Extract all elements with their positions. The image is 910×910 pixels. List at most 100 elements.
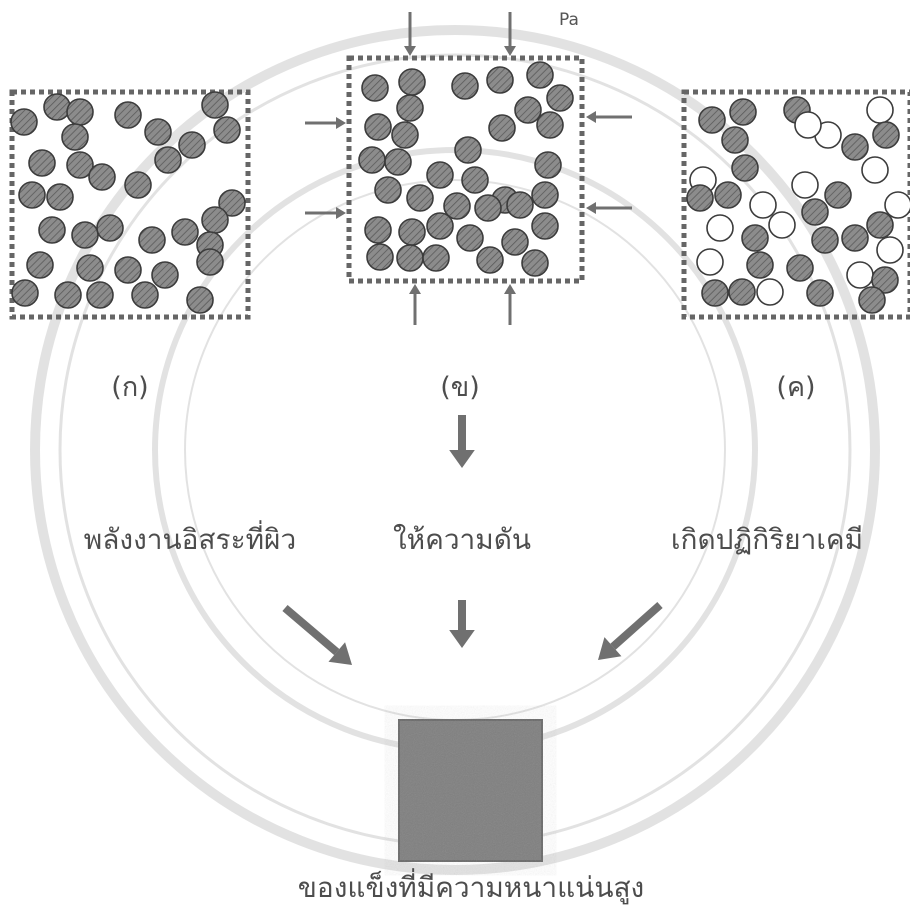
filled-particle	[842, 134, 868, 160]
filled-particle	[722, 127, 748, 153]
filled-particle	[487, 67, 513, 93]
filled-particle	[214, 117, 240, 143]
filled-particle	[179, 132, 205, 158]
filled-particle	[12, 280, 38, 306]
filled-particle	[462, 167, 488, 193]
filled-particle	[139, 227, 165, 253]
filled-particle	[825, 182, 851, 208]
filled-particle	[172, 219, 198, 245]
filled-particle	[55, 282, 81, 308]
filled-particle	[812, 227, 838, 253]
filled-particle	[97, 215, 123, 241]
pressure-arrow-bottom-left	[409, 284, 421, 325]
panel-label-c: (ค)	[776, 365, 815, 408]
pressure-unit-label: Pa	[559, 10, 579, 30]
pressure-arrow-bottom-right	[504, 284, 516, 325]
down-arrow-to-pressure	[449, 415, 475, 468]
panel-label-a: (ก)	[111, 365, 148, 408]
filled-particle	[427, 162, 453, 188]
filled-particle	[392, 122, 418, 148]
filled-particle	[39, 217, 65, 243]
filled-particle	[457, 225, 483, 251]
filled-particle	[489, 115, 515, 141]
filled-particle	[532, 182, 558, 208]
filled-particle	[145, 119, 171, 145]
filled-particle	[397, 95, 423, 121]
empty-particle	[862, 157, 888, 183]
empty-particle	[795, 112, 821, 138]
filled-particle	[67, 99, 93, 125]
filled-particle	[77, 255, 103, 281]
filled-particle	[152, 262, 178, 288]
filled-particle	[19, 182, 45, 208]
filled-particle	[859, 287, 885, 313]
filled-particle	[787, 255, 813, 281]
filled-particle	[362, 75, 388, 101]
empty-particle	[697, 249, 723, 275]
filled-particle	[62, 124, 88, 150]
filled-particle	[44, 94, 70, 120]
empty-particle	[885, 192, 910, 218]
empty-particle	[847, 262, 873, 288]
pressure-arrow-left-lower	[305, 207, 346, 219]
filled-particle	[365, 114, 391, 140]
filled-particle	[687, 185, 713, 211]
filled-particle	[375, 177, 401, 203]
filled-particle	[742, 225, 768, 251]
filled-particle	[359, 147, 385, 173]
arrow-chemical-reaction-to-solid	[598, 605, 660, 660]
filled-particle	[507, 192, 533, 218]
filled-particle	[27, 252, 53, 278]
filled-particle	[385, 149, 411, 175]
filled-particle	[72, 222, 98, 248]
filled-particle	[477, 247, 503, 273]
particle-panel-a	[11, 92, 248, 317]
filled-particle	[455, 137, 481, 163]
filled-particle	[732, 155, 758, 181]
filled-particle	[155, 147, 181, 173]
process-label-surface-energy: พลังงานอิสระที่ผิว	[84, 518, 296, 562]
filled-particle	[47, 184, 73, 210]
filled-particle	[202, 92, 228, 118]
particle-panel-b	[349, 58, 582, 281]
filled-particle	[87, 282, 113, 308]
filled-particle	[522, 250, 548, 276]
filled-particle	[867, 212, 893, 238]
filled-particle	[399, 69, 425, 95]
filled-particle	[729, 279, 755, 305]
filled-particle	[547, 85, 573, 111]
empty-particle	[792, 172, 818, 198]
panel-label-b: (ข)	[440, 365, 480, 408]
filled-particle	[202, 207, 228, 233]
filled-particle	[115, 102, 141, 128]
filled-particle	[187, 287, 213, 313]
filled-particle	[29, 150, 55, 176]
empty-particle	[877, 237, 903, 263]
process-label-pressure: ให้ความดัน	[393, 518, 531, 562]
filled-particle	[452, 73, 478, 99]
filled-particle	[873, 122, 899, 148]
filled-particle	[367, 244, 393, 270]
pressure-arrow-right-upper	[586, 111, 632, 123]
empty-particle	[757, 279, 783, 305]
filled-particle	[427, 213, 453, 239]
filled-particle	[397, 245, 423, 271]
filled-particle	[125, 172, 151, 198]
pressure-arrow-left-upper	[305, 117, 346, 129]
filled-particle	[702, 280, 728, 306]
arrow-surface-energy-to-solid	[285, 608, 352, 665]
filled-particle	[11, 109, 37, 135]
filled-particle	[89, 164, 115, 190]
down-arrow-pressure-to-solid	[449, 600, 475, 648]
empty-particle	[867, 97, 893, 123]
filled-particle	[715, 182, 741, 208]
filled-particle	[502, 229, 528, 255]
dense-solid-block	[399, 720, 542, 861]
process-label-chemical-reaction: เกิดปฏิกิริยาเคมี	[671, 518, 863, 562]
filled-particle	[407, 185, 433, 211]
filled-particle	[423, 245, 449, 271]
filled-particle	[399, 219, 425, 245]
empty-particle	[769, 212, 795, 238]
